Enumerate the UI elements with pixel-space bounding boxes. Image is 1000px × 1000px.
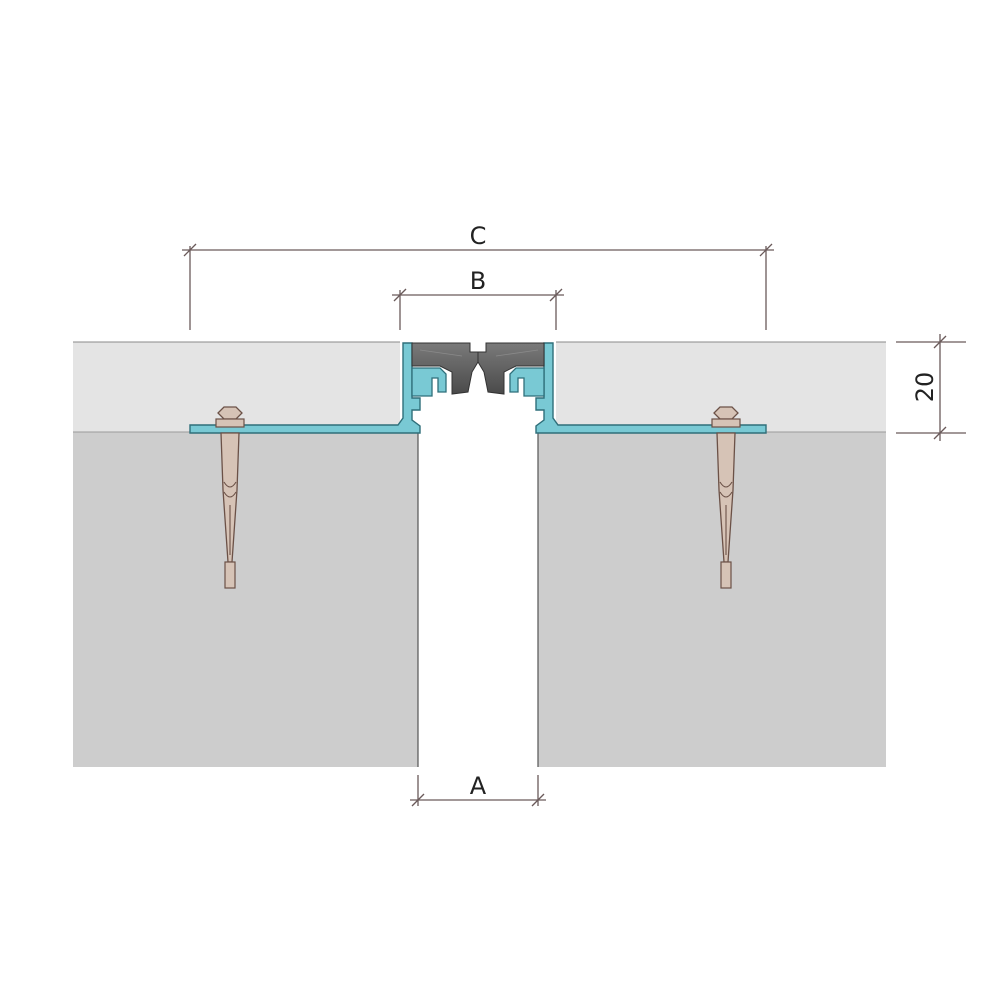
expansion-anchor-bolt-icon xyxy=(711,406,741,589)
dimension-a: A xyxy=(410,772,546,807)
right-profile-upper-channel xyxy=(509,367,545,397)
dimension-b: B xyxy=(392,267,564,330)
rubber-insert-texture xyxy=(495,349,539,357)
right-rubber-insert xyxy=(477,342,545,395)
left-concrete-slab xyxy=(73,432,418,767)
dimension-height: 20 xyxy=(896,334,966,441)
right-concrete-slab xyxy=(538,432,886,767)
expansion-anchor-bolt-icon xyxy=(215,406,245,589)
dimension-a-label: A xyxy=(470,772,487,800)
rubber-insert-texture xyxy=(419,349,463,357)
left-aluminium-profile xyxy=(189,342,421,434)
left-profile-upper-channel xyxy=(411,367,447,397)
right-aluminium-profile xyxy=(535,342,767,434)
dimension-c: C xyxy=(182,222,774,330)
dimension-height-label: 20 xyxy=(911,372,939,403)
dimension-b-label: B xyxy=(470,267,486,295)
dimension-c-label: C xyxy=(470,222,487,250)
